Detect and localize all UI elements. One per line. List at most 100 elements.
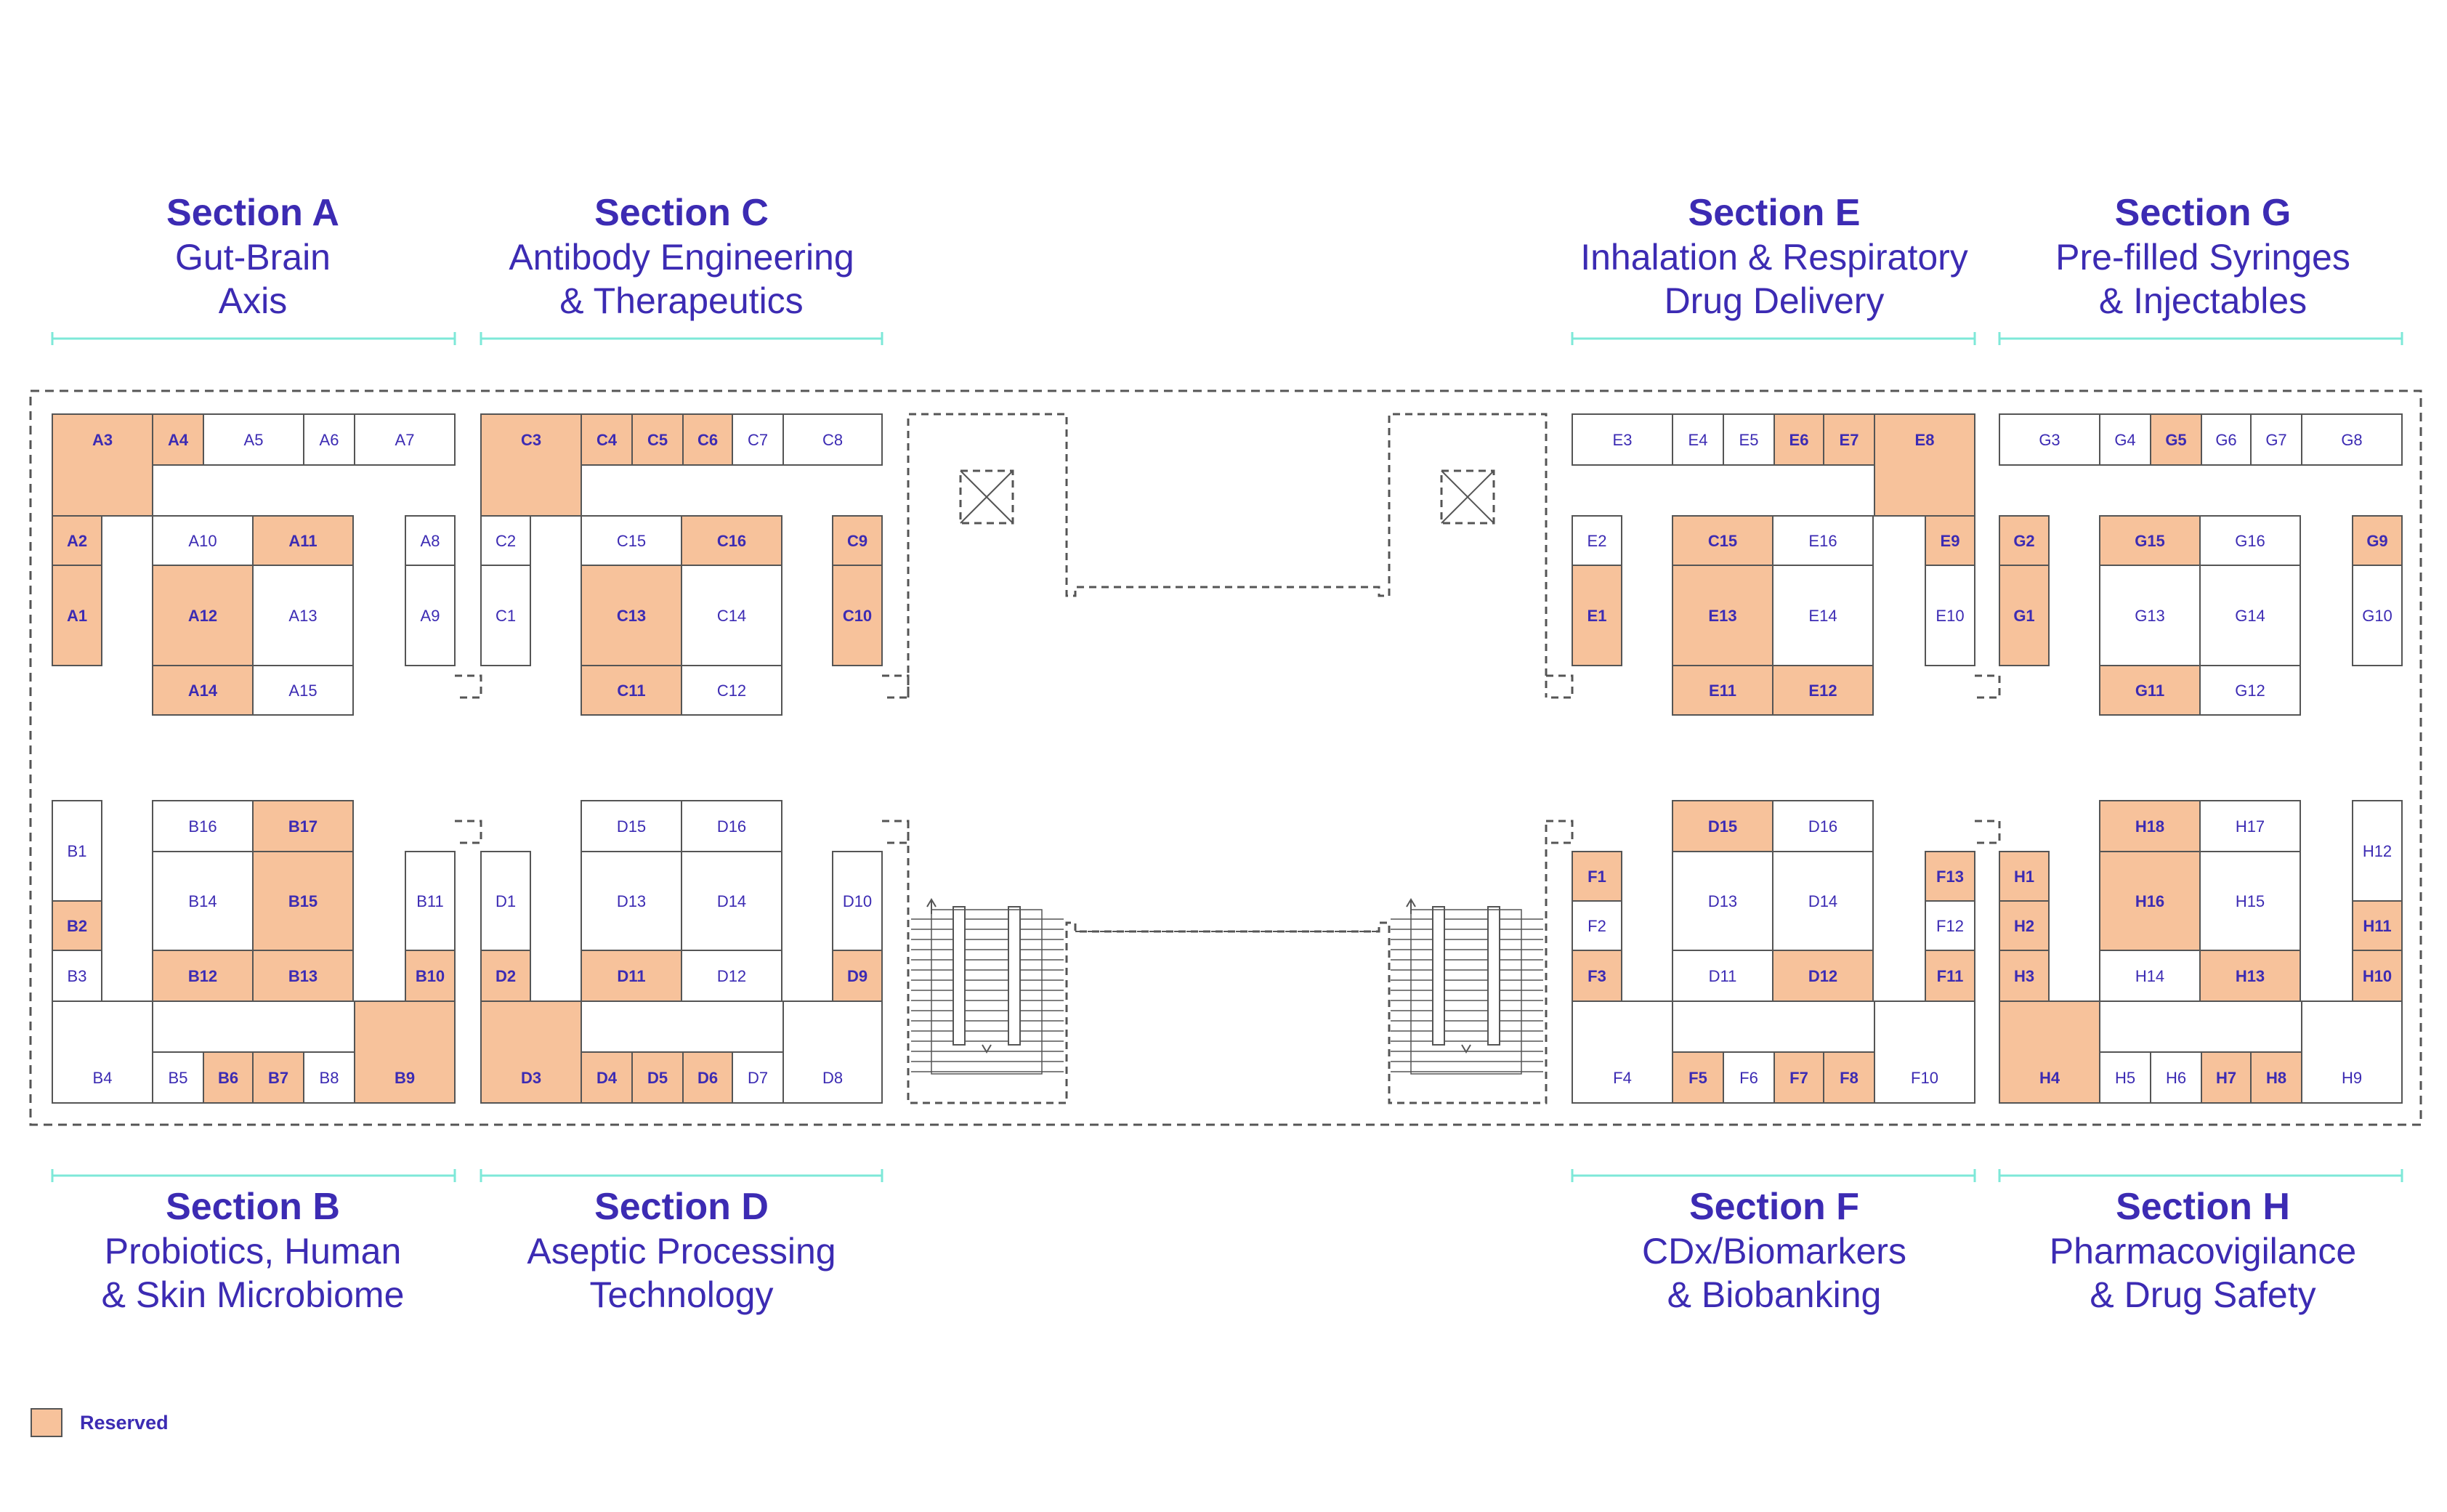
booth-b4[interactable]: B4: [52, 1000, 153, 1104]
booth-e14[interactable]: E14: [1772, 565, 1874, 666]
booth-g14[interactable]: G14: [2199, 565, 2301, 666]
booth-c13[interactable]: C13: [581, 565, 682, 666]
booth-g13[interactable]: G13: [2099, 565, 2201, 666]
booth-b5[interactable]: B5: [152, 1051, 204, 1104]
booth-d16[interactable]: D16: [1772, 800, 1874, 852]
booth-d6[interactable]: D6: [682, 1051, 733, 1104]
booth-c9[interactable]: C9: [832, 515, 883, 566]
booth-h15[interactable]: H15: [2199, 851, 2301, 951]
booth-b15[interactable]: B15: [252, 851, 354, 951]
booth-a3[interactable]: A3: [52, 413, 153, 517]
booth-h18[interactable]: H18: [2099, 800, 2201, 852]
booth-c2[interactable]: C2: [480, 515, 531, 566]
booth-e16[interactable]: E16: [1772, 515, 1874, 566]
booth-c14[interactable]: C14: [681, 565, 782, 666]
booth-h14[interactable]: H14: [2099, 950, 2201, 1002]
booth-b6[interactable]: B6: [203, 1051, 254, 1104]
booth-c5[interactable]: C5: [631, 413, 684, 466]
booth-h7[interactable]: H7: [2201, 1051, 2252, 1104]
booth-b8[interactable]: B8: [303, 1051, 355, 1104]
booth-e6[interactable]: E6: [1773, 413, 1824, 466]
booth-b1[interactable]: B1: [52, 800, 102, 902]
booth-h16[interactable]: H16: [2099, 851, 2201, 951]
booth-e3[interactable]: E3: [1572, 413, 1673, 466]
booth-a1[interactable]: A1: [52, 565, 102, 666]
booth-e7[interactable]: E7: [1823, 413, 1875, 466]
booth-c15[interactable]: C15: [1672, 515, 1773, 566]
booth-e2[interactable]: E2: [1572, 515, 1622, 566]
booth-d3[interactable]: D3: [480, 1000, 582, 1104]
booth-c4[interactable]: C4: [581, 413, 633, 466]
booth-h3[interactable]: H3: [1999, 950, 2050, 1002]
booth-d11[interactable]: D11: [581, 950, 682, 1002]
booth-b14[interactable]: B14: [152, 851, 254, 951]
booth-a7[interactable]: A7: [354, 413, 456, 466]
booth-c8[interactable]: C8: [782, 413, 883, 466]
booth-c3[interactable]: C3: [480, 413, 582, 517]
booth-e4[interactable]: E4: [1672, 413, 1724, 466]
booth-f10[interactable]: F10: [1874, 1000, 1975, 1104]
booth-d14[interactable]: D14: [681, 851, 782, 951]
booth-f5[interactable]: F5: [1672, 1051, 1724, 1104]
booth-f8[interactable]: F8: [1823, 1051, 1875, 1104]
booth-c7[interactable]: C7: [732, 413, 784, 466]
booth-c6[interactable]: C6: [682, 413, 733, 466]
booth-b13[interactable]: B13: [252, 950, 354, 1002]
booth-g2[interactable]: G2: [1999, 515, 2050, 566]
booth-f7[interactable]: F7: [1773, 1051, 1824, 1104]
booth-g1[interactable]: G1: [1999, 565, 2050, 666]
booth-g12[interactable]: G12: [2199, 665, 2301, 716]
booth-e8[interactable]: E8: [1874, 413, 1975, 517]
booth-d10[interactable]: D10: [832, 851, 883, 951]
booth-c10[interactable]: C10: [832, 565, 883, 666]
booth-a4[interactable]: A4: [152, 413, 204, 466]
booth-b3[interactable]: B3: [52, 950, 102, 1002]
booth-f6[interactable]: F6: [1723, 1051, 1775, 1104]
booth-c16[interactable]: C16: [681, 515, 782, 566]
booth-g5[interactable]: G5: [2150, 413, 2202, 466]
booth-e12[interactable]: E12: [1772, 665, 1874, 716]
booth-e11[interactable]: E11: [1672, 665, 1773, 716]
booth-a9[interactable]: A9: [405, 565, 456, 666]
booth-f2[interactable]: F2: [1572, 900, 1622, 951]
booth-b10[interactable]: B10: [405, 950, 456, 1002]
booth-b11[interactable]: B11: [405, 851, 456, 951]
booth-d14[interactable]: D14: [1772, 851, 1874, 951]
booth-e10[interactable]: E10: [1925, 565, 1975, 666]
booth-g16[interactable]: G16: [2199, 515, 2301, 566]
booth-g7[interactable]: G7: [2250, 413, 2302, 466]
booth-h17[interactable]: H17: [2199, 800, 2301, 852]
booth-d12[interactable]: D12: [1772, 950, 1874, 1002]
booth-a11[interactable]: A11: [252, 515, 354, 566]
booth-c15[interactable]: C15: [581, 515, 682, 566]
booth-c11[interactable]: C11: [581, 665, 682, 716]
booth-f1[interactable]: F1: [1572, 851, 1622, 902]
booth-g9[interactable]: G9: [2352, 515, 2403, 566]
booth-a12[interactable]: A12: [152, 565, 254, 666]
booth-f12[interactable]: F12: [1925, 900, 1975, 951]
booth-f3[interactable]: F3: [1572, 950, 1622, 1002]
booth-h11[interactable]: H11: [2352, 900, 2403, 951]
booth-a14[interactable]: A14: [152, 665, 254, 716]
booth-b9[interactable]: B9: [354, 1000, 456, 1104]
booth-h5[interactable]: H5: [2099, 1051, 2151, 1104]
booth-g6[interactable]: G6: [2201, 413, 2252, 466]
booth-d13[interactable]: D13: [1672, 851, 1773, 951]
booth-h12[interactable]: H12: [2352, 800, 2403, 902]
booth-d15[interactable]: D15: [581, 800, 682, 852]
booth-a8[interactable]: A8: [405, 515, 456, 566]
booth-d12[interactable]: D12: [681, 950, 782, 1002]
booth-h8[interactable]: H8: [2250, 1051, 2302, 1104]
booth-d4[interactable]: D4: [581, 1051, 633, 1104]
booth-b2[interactable]: B2: [52, 900, 102, 951]
booth-a13[interactable]: A13: [252, 565, 354, 666]
booth-d16[interactable]: D16: [681, 800, 782, 852]
booth-e9[interactable]: E9: [1925, 515, 1975, 566]
booth-d1[interactable]: D1: [480, 851, 531, 951]
booth-h4[interactable]: H4: [1999, 1000, 2100, 1104]
booth-a15[interactable]: A15: [252, 665, 354, 716]
booth-b17[interactable]: B17: [252, 800, 354, 852]
booth-d9[interactable]: D9: [832, 950, 883, 1002]
booth-f13[interactable]: F13: [1925, 851, 1975, 902]
booth-d13[interactable]: D13: [581, 851, 682, 951]
